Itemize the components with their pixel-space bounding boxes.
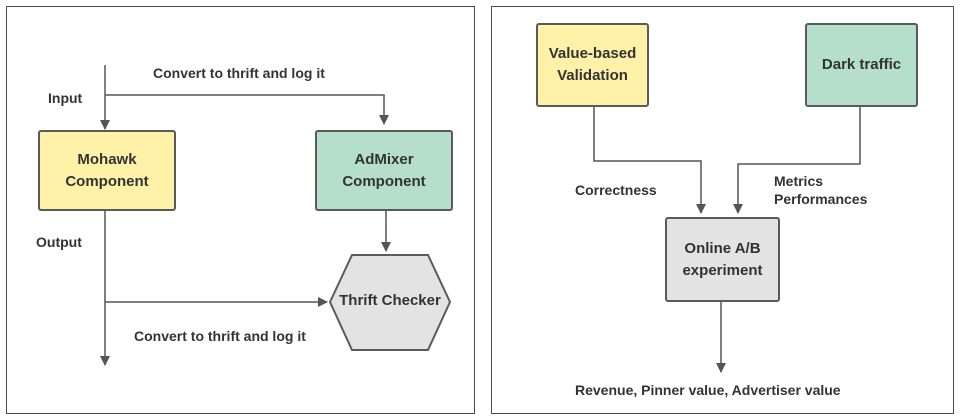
left-connectors	[100, 65, 452, 366]
admixer-component: AdMixer Component	[315, 130, 453, 211]
bottom-edge-label: Convert to thrift and log it	[134, 328, 306, 344]
outcome-label: Revenue, Pinner value, Advertiser value	[575, 382, 841, 398]
dark-traffic-label: Dark traffic	[821, 56, 902, 73]
top-edge-label: Convert to thrift and log it	[153, 65, 325, 81]
input-label: Input	[48, 90, 83, 106]
convert-top-arrow	[105, 94, 389, 125]
dark-traffic-box: Dark traffic	[805, 23, 918, 107]
online-ab-experiment-box: Online A/B experiment	[665, 217, 780, 302]
right-diagram-panel: Value-based Validation Dark traffic Corr…	[491, 6, 954, 414]
thrift-checker-hexagon	[328, 254, 452, 351]
metrics-arrow	[733, 107, 861, 214]
admixer-component-label: AdMixer Component	[342, 150, 426, 190]
metrics-performances-label: Metrics Performances	[774, 173, 868, 207]
correctness-arrow	[593, 107, 706, 214]
right-connectors	[593, 107, 861, 373]
left-diagram-panel: Convert to thrift and log it Input Mohaw…	[6, 6, 475, 414]
mohawk-component: Mohawk Component	[38, 130, 176, 211]
value-based-validation-box: Value-based Validation	[536, 23, 649, 107]
value-based-validation-label: Value-based Validation	[548, 45, 637, 84]
correctness-label: Correctness	[575, 182, 657, 198]
online-ab-experiment-label: Online A/B experiment	[682, 239, 763, 279]
mohawk-component-label: Mohawk Component	[65, 150, 149, 190]
output-label: Output	[36, 234, 82, 250]
thrift-checker-label: Thrift Checker	[339, 292, 441, 309]
